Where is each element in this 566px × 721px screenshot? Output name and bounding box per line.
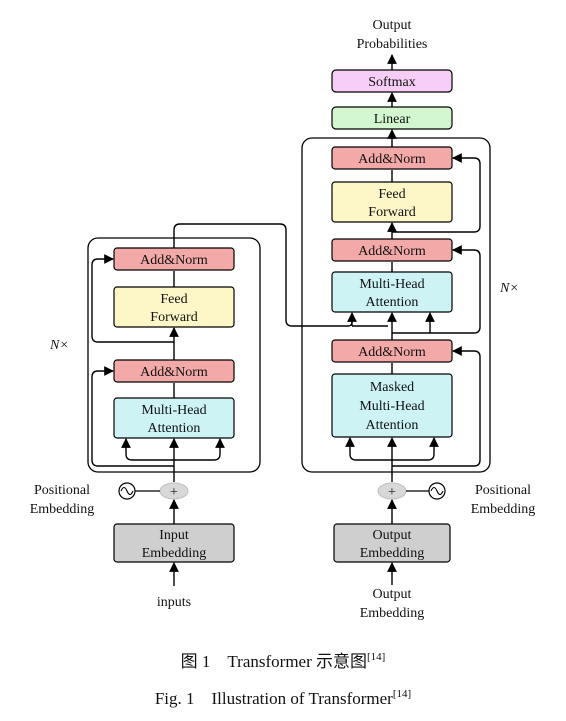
softmax-box — [331, 69, 453, 93]
decoder-cross-attention-line2: Attention — [366, 295, 419, 310]
linear-label: Linear — [374, 112, 411, 127]
decoder-stack-frame — [301, 137, 491, 473]
encoder-attention-line2: Attention — [148, 421, 201, 436]
caption-english-main: Fig. 1 Illustration of Transformer — [155, 689, 393, 708]
caption-chinese-ref: [14] — [367, 651, 385, 663]
caption-english: Fig. 1 Illustration of Transformer[14] — [155, 688, 411, 708]
encoder-feed-forward-line1: Feed — [160, 292, 187, 307]
linear-box — [331, 106, 453, 130]
encoder-repeat-label: N× — [49, 338, 69, 353]
output-embedding-box — [333, 523, 451, 563]
encoder-add-norm-low — [113, 359, 235, 383]
output-probabilities-line2: Probabilities — [357, 37, 428, 52]
decoder-add-norm-low — [331, 339, 453, 363]
caption-chinese-main: 图 1 Transformer 示意图 — [181, 652, 367, 671]
decoder-add-norm-top-label: Add&Norm — [358, 152, 426, 167]
encoder-input-label: inputs — [157, 595, 191, 610]
encoder-plus-symbol: + — [170, 485, 178, 500]
decoder-masked-attention-line2: Multi-Head — [359, 399, 424, 414]
softmax-label: Softmax — [368, 75, 415, 90]
decoder-add-norm-mid — [331, 238, 453, 262]
decoder-add-norm-mid-label: Add&Norm — [358, 244, 426, 259]
decoder-positional-line1: Positional — [475, 483, 531, 498]
output-embedding-line2: Embedding — [360, 546, 425, 561]
encoder-attention-line1: Multi-Head — [141, 403, 206, 418]
decoder-input-label-line1: Output — [373, 587, 412, 602]
encoder-feed-forward-box — [113, 286, 235, 328]
output-embedding-line1: Output — [373, 528, 412, 543]
input-embedding-box — [113, 523, 235, 563]
decoder-feed-forward-line1: Feed — [378, 187, 405, 202]
decoder-input-label-line2: Embedding — [360, 606, 425, 621]
encoder-positional-line2: Embedding — [30, 502, 95, 517]
decoder-masked-attention-box — [331, 373, 453, 438]
input-embedding-line1: Input — [159, 528, 189, 543]
decoder-cross-attention-line1: Multi-Head — [359, 277, 424, 292]
encoder-positional-line1: Positional — [34, 483, 90, 498]
decoder-add-norm-low-label: Add&Norm — [358, 345, 426, 360]
encoder-attention-box — [113, 397, 235, 439]
caption-english-ref: [14] — [393, 688, 411, 700]
output-probabilities-line1: Output — [373, 18, 412, 33]
decoder-masked-attention-line3: Attention — [366, 418, 419, 433]
decoder-masked-attention-line1: Masked — [370, 380, 414, 395]
decoder-positional-line2: Embedding — [471, 502, 536, 517]
encoder-feed-forward-line2: Forward — [150, 310, 197, 325]
encoder-add-norm-low-label: Add&Norm — [140, 365, 208, 380]
decoder-add-norm-top — [331, 146, 453, 170]
caption-chinese: 图 1 Transformer 示意图[14] — [181, 651, 386, 671]
decoder-repeat-label: N× — [499, 281, 519, 296]
decoder-cross-attention-box — [331, 271, 453, 313]
decoder-feed-forward-line2: Forward — [368, 205, 415, 220]
decoder-plus-symbol: + — [388, 485, 396, 500]
encoder-add-norm-top-label: Add&Norm — [140, 253, 208, 268]
input-embedding-line2: Embedding — [142, 546, 207, 561]
decoder-feed-forward-box — [331, 181, 453, 223]
